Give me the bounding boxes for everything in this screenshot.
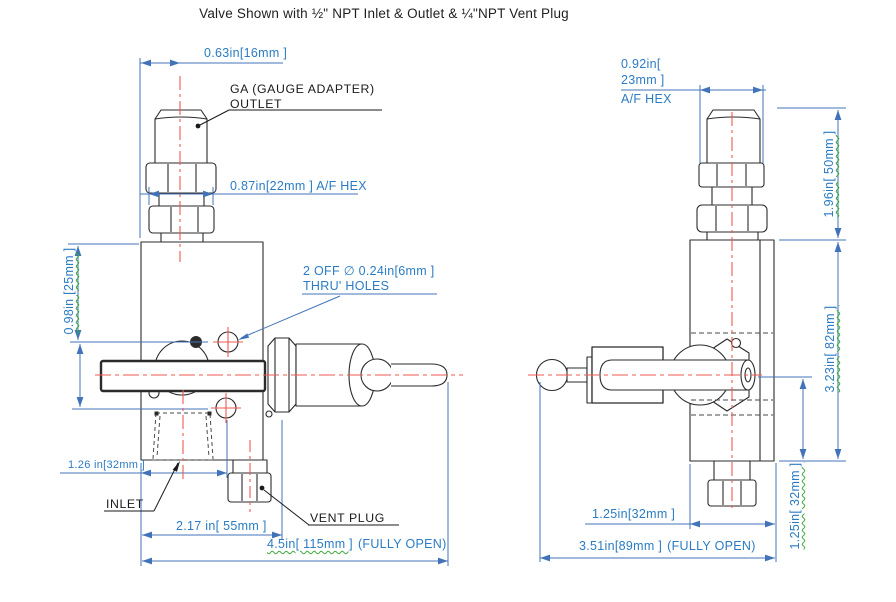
dim-outlet-offset: 0.63in[16mm ] — [204, 46, 288, 60]
label-thru-holes: THRU' HOLES — [303, 279, 390, 293]
dimension-arrows — [74, 59, 842, 565]
dim-body-height: 3.23in[ 82mm ] — [823, 305, 837, 393]
label-leaders — [104, 109, 399, 526]
dim-center-to-base: 1.25in[ 32mm ] — [788, 462, 802, 550]
dim-cap-hex-af-line3: A/F HEX — [621, 92, 672, 106]
left-inlet-hidden-lines — [152, 412, 214, 461]
inlet-corner-mark — [154, 411, 159, 416]
label-inlet: INLET — [106, 497, 144, 511]
left-view-geometry — [99, 109, 448, 503]
label-vent-plug: VENT PLUG — [310, 511, 385, 525]
dim-top-to-hole: 0.98in [25mm ] — [62, 247, 76, 335]
dim-fully-open-right: 3.51in[89mm ] (FULLY OPEN) — [579, 539, 756, 553]
label-gauge-adapter: GA (GAUGE ADAPTER) — [230, 82, 375, 96]
dim-fully-open-right-note: (FULLY OPEN) — [667, 539, 756, 553]
dim-top-height: 1.96in[ 50mm ] — [822, 130, 836, 218]
label-outlet: OUTLET — [230, 97, 283, 111]
label-thru-holes-spec: 2 OFF ∅ 0.24in[6mm ] — [303, 264, 435, 278]
dim-outlet-hex-af: 0.87in[22mm ] A/F HEX — [230, 179, 367, 193]
dim-fully-open-right-value: 3.51in[89mm ] — [579, 539, 663, 553]
dimension-lines — [60, 58, 846, 566]
dim-fully-open-left: 4.5in[ 115mm ] (FULLY OPEN) — [267, 537, 447, 551]
leader-terminators — [172, 123, 265, 491]
dim-cap-hex-af-line1: 0.92in[ — [621, 57, 661, 71]
dim-vent-offset: 1.25in[32mm ] — [592, 507, 676, 521]
centerlines — [95, 76, 762, 512]
right-view-geometry — [669, 109, 775, 462]
dim-fully-open-left-note: (FULLY OPEN) — [357, 537, 447, 551]
dim-cap-hex-af-line2: 23mm ] — [621, 73, 665, 87]
dim-fully-open-left-value: 4.5in[ 115mm ] — [267, 537, 353, 551]
drawing-title: Valve Shown with ½" NPT Inlet & Outlet &… — [199, 6, 569, 21]
dim-inlet-offset: 1.26 in[32mm ] — [68, 459, 145, 471]
dim-body-width: 2.17 in[ 55mm ] — [176, 519, 267, 533]
inlet-corner-mark — [207, 411, 212, 416]
